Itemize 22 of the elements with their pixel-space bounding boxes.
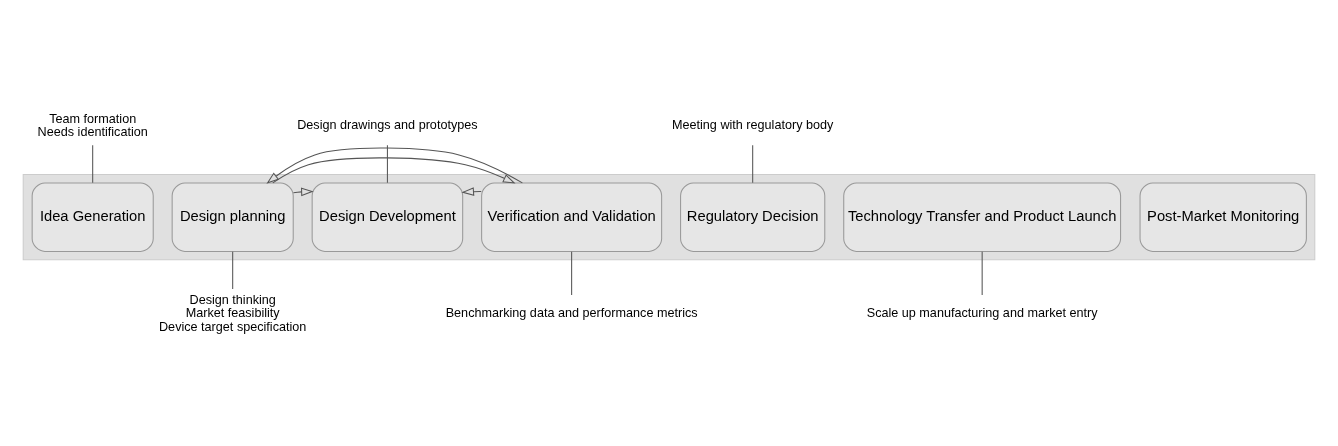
node-box: Design Development — [311, 182, 464, 252]
arrow — [266, 147, 523, 184]
node-text: Design thinking Market feasibility Device target specification — [159, 292, 307, 334]
connector — [752, 144, 754, 184]
node-box: Technology Transfer and Product Launch — [843, 182, 1122, 252]
node-text: Benchmarking data and performance metrics — [445, 306, 698, 321]
connector — [571, 251, 573, 296]
node-text: Meeting with regulatory body — [671, 118, 834, 133]
node-box: Design planning — [171, 182, 294, 252]
node-box: Post-Market Monitoring — [1139, 182, 1307, 252]
node-box: Verification and Validation — [481, 182, 663, 252]
node-text: Team formation Needs identification — [37, 111, 148, 140]
connector — [232, 251, 234, 290]
node-text: Design drawings and prototypes — [297, 118, 478, 133]
node-text: Scale up manufacturing and market entry — [866, 306, 1098, 321]
connector — [92, 144, 94, 184]
arrow — [272, 157, 516, 184]
node-box: Idea Generation — [31, 182, 154, 252]
connector — [981, 251, 983, 296]
arrow — [292, 187, 314, 197]
node-box: Regulatory Decision — [680, 182, 826, 252]
connector — [386, 144, 388, 184]
